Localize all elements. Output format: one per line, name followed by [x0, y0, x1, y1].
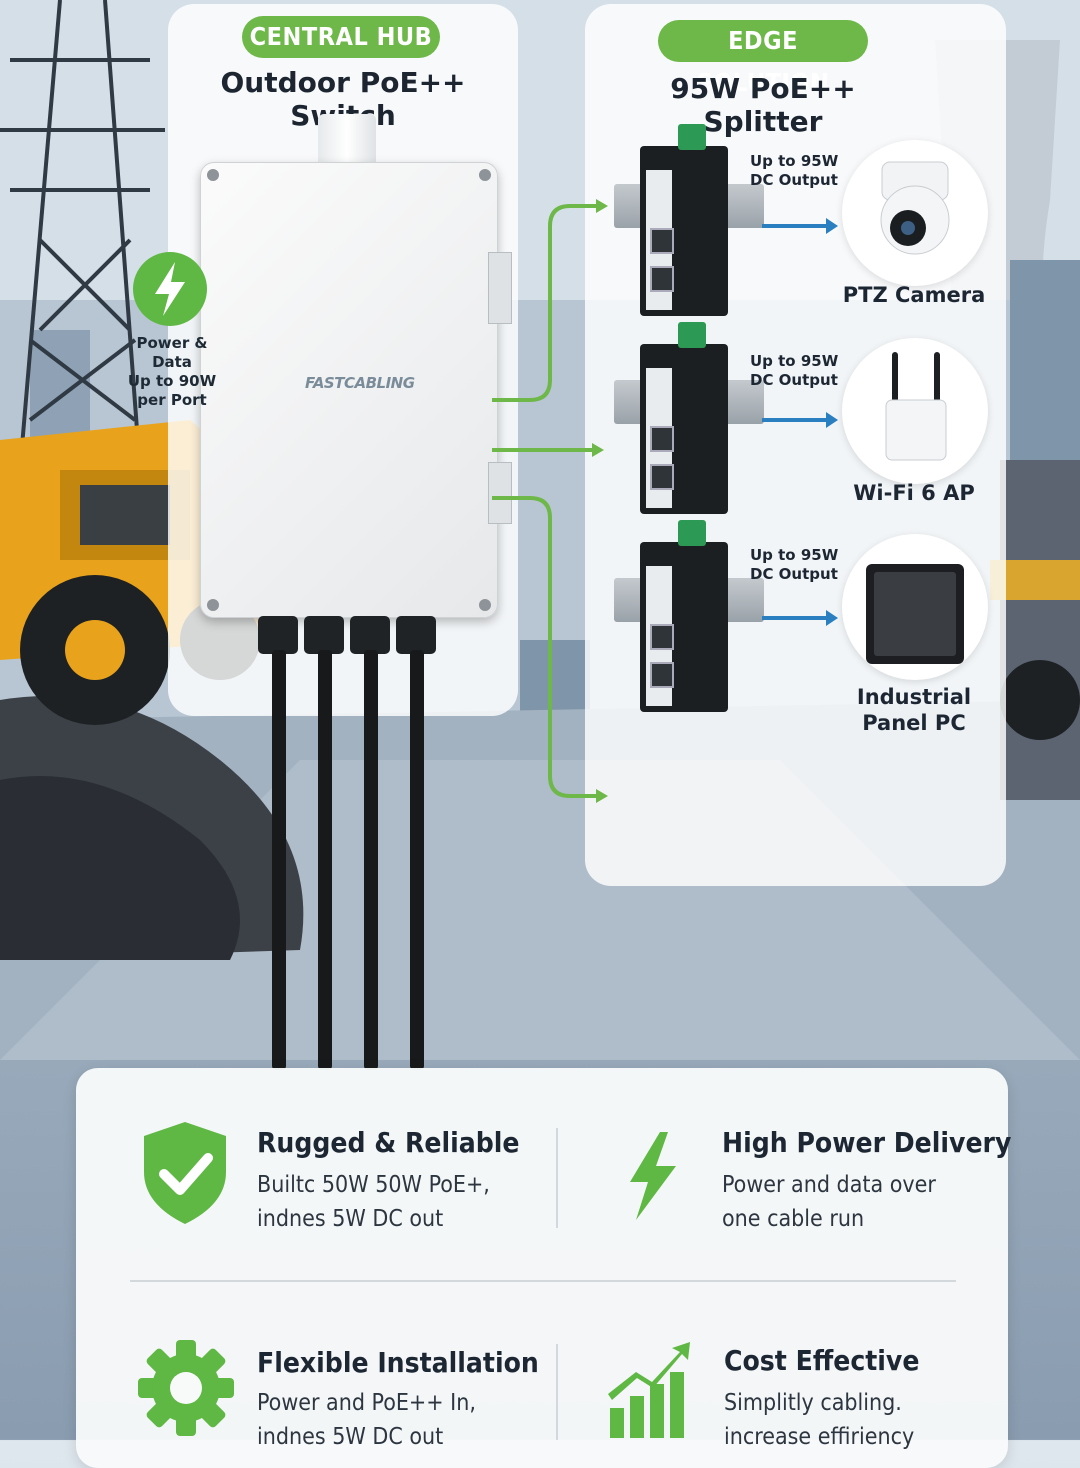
screw-icon — [479, 599, 491, 611]
dc-terminal — [678, 322, 706, 348]
brand-logo: FASTCABLING — [305, 374, 415, 392]
dc-terminal — [678, 520, 706, 546]
device-label-line: Panel PC — [862, 711, 966, 735]
poe-splitter-image — [640, 520, 728, 712]
feature-divider — [130, 1280, 956, 1282]
feature-divider — [556, 1128, 558, 1228]
rj45-port — [650, 662, 674, 688]
ethernet-cable — [318, 650, 332, 1070]
power-note-line: per Port — [137, 391, 207, 409]
switch-antenna — [318, 114, 376, 164]
feature-desc-line: increase effiriency — [724, 1424, 915, 1450]
switch-hinge — [488, 252, 512, 324]
growth-chart-icon — [608, 1342, 690, 1438]
screw-icon — [207, 599, 219, 611]
rj45-port — [650, 228, 674, 254]
screw-icon — [479, 169, 491, 181]
ptz-camera-circle — [842, 140, 988, 286]
feature-title: Cost Effective — [724, 1344, 920, 1377]
rj45-port — [650, 426, 674, 452]
output-note-line: Up to 95W — [750, 546, 839, 564]
power-note: Power & Data Up to 90W per Port — [116, 334, 228, 410]
lightning-icon — [630, 1132, 676, 1220]
ethernet-cable — [364, 650, 378, 1070]
dc-terminal — [678, 124, 706, 150]
device-label: Wi-Fi 6 AP — [836, 480, 992, 506]
output-note-line: DC Output — [750, 371, 838, 389]
rj45-port — [650, 266, 674, 292]
feature-title: Rugged & Reliable — [257, 1126, 520, 1159]
output-arrow — [762, 610, 838, 626]
ethernet-cable — [272, 650, 286, 1070]
feature-desc-line: indnes 5W DC out — [257, 1206, 444, 1232]
ptz-camera-icon — [880, 161, 950, 255]
feature-desc-line: Builtc 50W 50W PoE+, — [257, 1172, 490, 1198]
feature-desc: Power and PoE++ In, indnes 5W DC out — [257, 1386, 476, 1454]
device-label-line: PTZ Camera — [842, 283, 986, 307]
edge-title: 95W PoE++ Splitter — [670, 72, 856, 138]
output-note: Up to 95W DC Output — [750, 352, 838, 390]
feature-desc: Builtc 50W 50W PoE+, indnes 5W DC out — [257, 1168, 490, 1236]
feature-desc-line: one cable run — [722, 1206, 865, 1232]
output-note-line: Up to 95W — [750, 352, 839, 370]
features-card — [76, 1068, 1008, 1468]
central-hub-badge: CENTRAL HUB — [242, 16, 440, 58]
wifi-ap-icon — [885, 352, 947, 461]
feature-title: Flexible Installation — [257, 1346, 539, 1379]
feature-desc: Power and data over one cable run — [722, 1168, 936, 1236]
output-note: Up to 95W DC Output — [750, 152, 838, 190]
feature-desc-line: Power and PoE++ In, — [257, 1390, 476, 1416]
rj45-port — [650, 624, 674, 650]
device-label: Industrial Panel PC — [836, 684, 992, 736]
power-note-line: Power & Data — [136, 334, 208, 371]
connection-lines — [492, 199, 608, 803]
feature-desc: Simplitly cabling. increase effiriency — [724, 1386, 914, 1454]
cable-gland — [350, 616, 390, 654]
lightning-icon — [155, 262, 185, 316]
output-note-line: Up to 95W — [750, 152, 839, 170]
screw-icon — [207, 169, 219, 181]
panel-pc-circle — [842, 534, 988, 680]
device-label-line: Wi-Fi 6 AP — [853, 481, 975, 505]
ethernet-cable — [410, 650, 424, 1070]
feature-desc-line: Simplitly cabling. — [724, 1390, 902, 1416]
shield-check-icon — [144, 1122, 226, 1224]
output-arrow — [762, 218, 838, 234]
edge-solution-badge: EDGE SOLUTION — [658, 20, 868, 97]
output-note-line: DC Output — [750, 565, 838, 583]
wifi-ap-circle — [842, 338, 988, 484]
cable-gland — [396, 616, 436, 654]
device-label-line: Industrial — [856, 685, 972, 709]
gear-icon — [138, 1340, 234, 1436]
cable-gland — [304, 616, 344, 654]
poe-splitter-image — [640, 124, 728, 316]
output-note-line: DC Output — [750, 171, 838, 189]
poe-splitter-image — [640, 322, 728, 514]
outdoor-poe-switch-image — [200, 162, 498, 618]
panel-pc-icon — [866, 564, 964, 664]
rj45-port — [650, 464, 674, 490]
output-arrow — [762, 412, 838, 428]
power-bolt-badge — [133, 252, 207, 326]
cable-gland — [258, 616, 298, 654]
output-note: Up to 95W DC Output — [750, 546, 838, 584]
feature-divider — [556, 1344, 558, 1440]
feature-desc-line: Power and data over — [722, 1172, 936, 1198]
switch-hinge — [488, 462, 512, 524]
power-note-line: Up to 90W — [127, 372, 217, 390]
feature-desc-line: indnes 5W DC out — [257, 1424, 444, 1450]
device-label: PTZ Camera — [836, 282, 992, 308]
feature-title: High Power Delivery — [722, 1126, 1012, 1159]
